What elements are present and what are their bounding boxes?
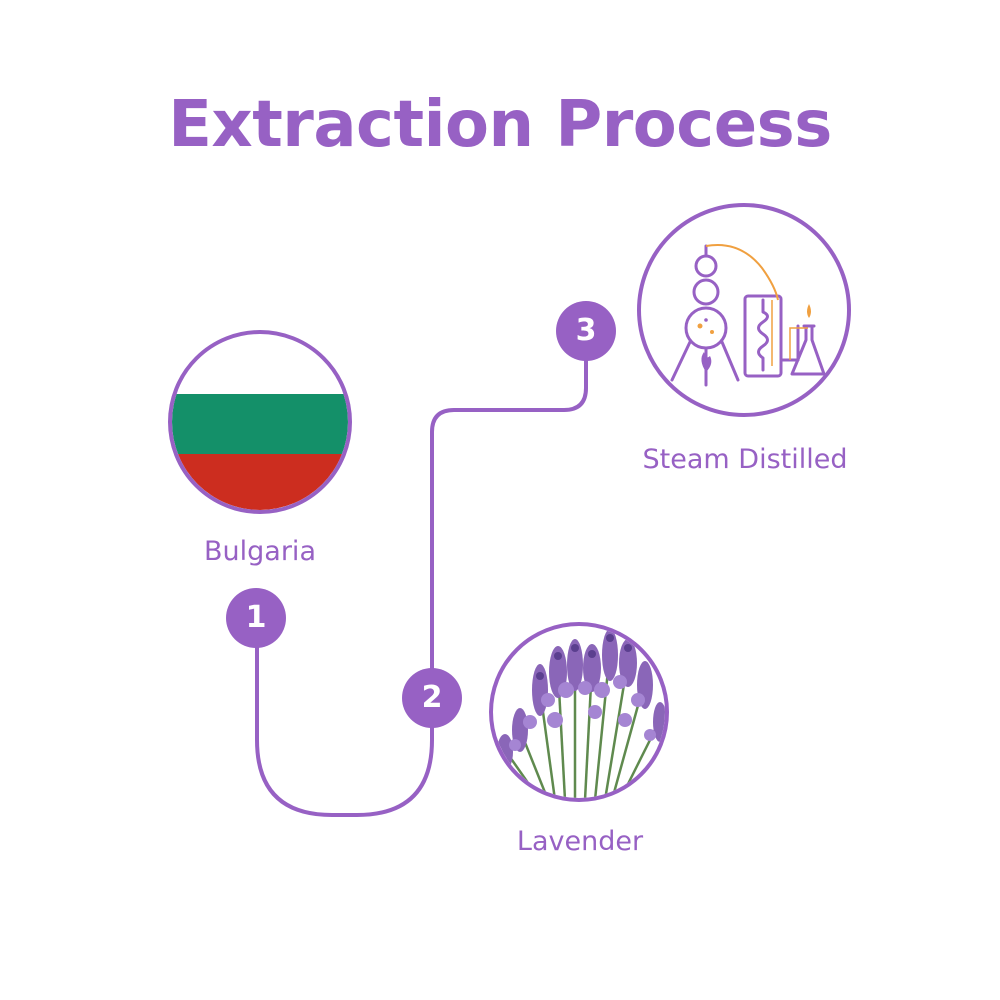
step-3-label: Steam Distilled bbox=[642, 444, 848, 475]
steam-distillation-icon bbox=[637, 203, 851, 417]
step-2-badge bbox=[402, 668, 462, 728]
step-2-number: 2 bbox=[421, 680, 443, 715]
step-1-label: Bulgaria bbox=[204, 536, 316, 567]
step-1-badge bbox=[226, 588, 286, 648]
process-connector-line bbox=[255, 329, 588, 817]
bulgaria-flag-icon bbox=[168, 330, 352, 514]
step-2-label: Lavender bbox=[516, 826, 644, 857]
step-3-badge bbox=[556, 301, 616, 361]
lavender-flowers-icon bbox=[489, 622, 669, 802]
page-title: Extraction Process bbox=[168, 88, 832, 162]
step-1-number: 1 bbox=[245, 600, 267, 635]
step-3-number: 3 bbox=[575, 313, 597, 348]
